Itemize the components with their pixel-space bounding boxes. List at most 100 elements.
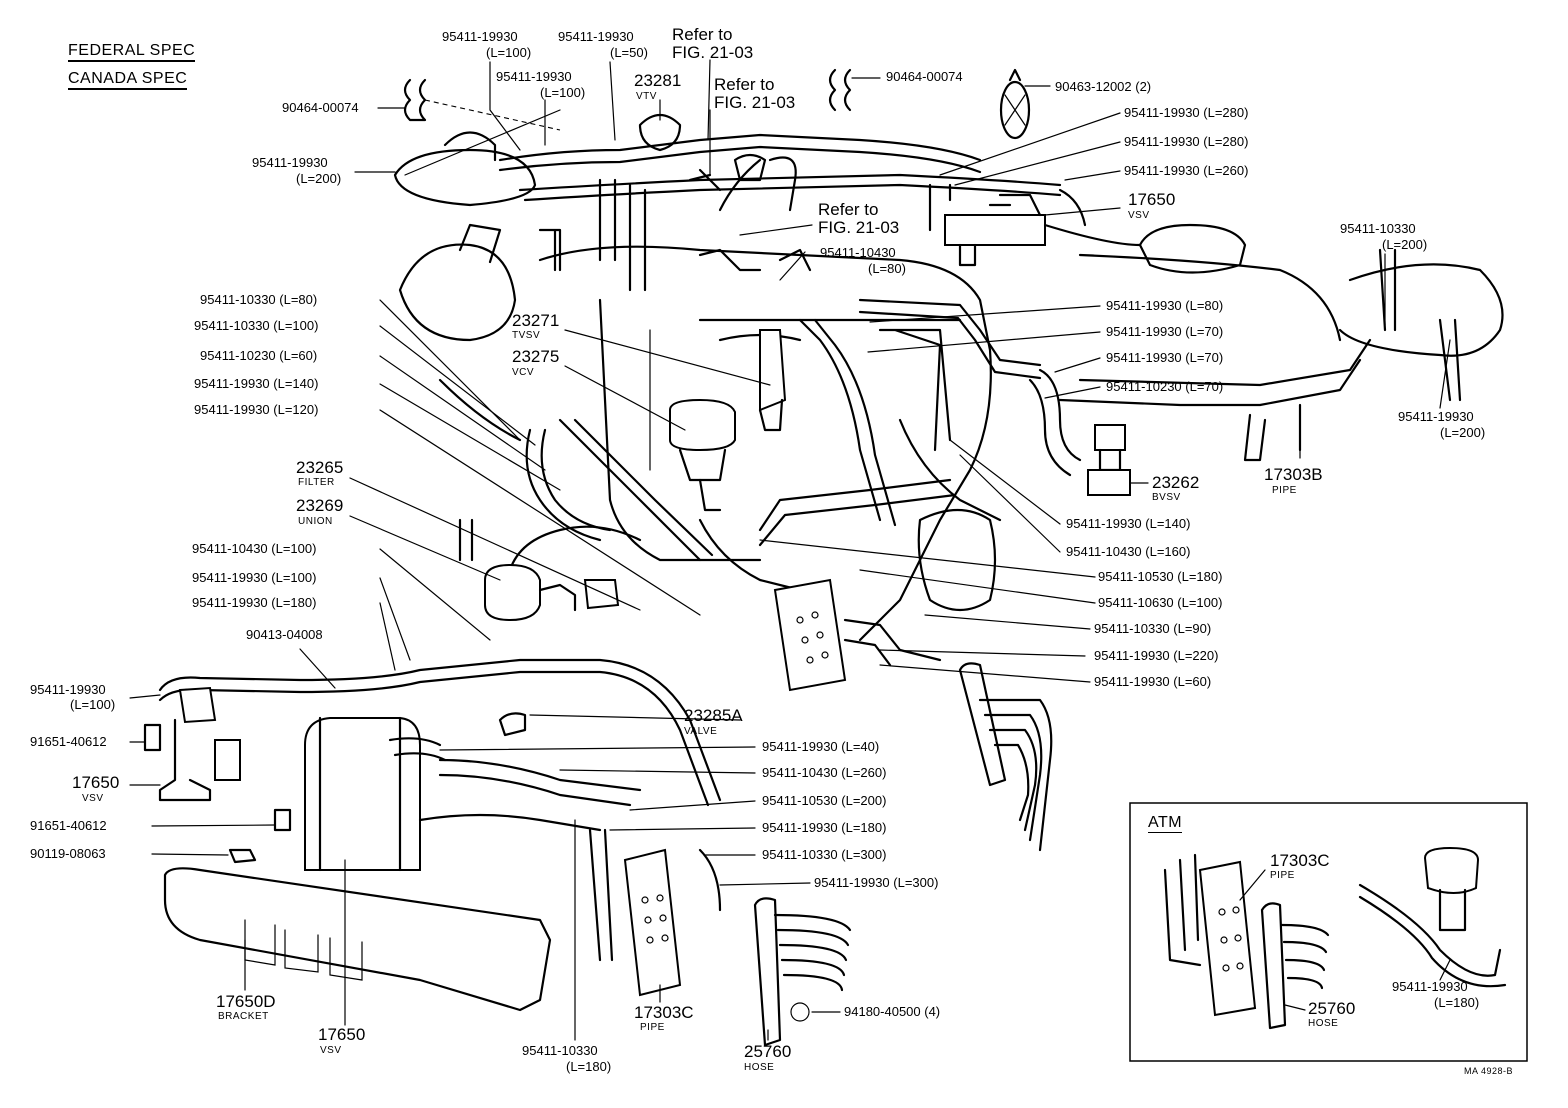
label-r280b: 95411-19930 (L=280) xyxy=(1124,134,1249,149)
tvsv-subtitle: TVSV xyxy=(512,330,541,341)
atm-hose-subtitle: HOSE xyxy=(1308,1018,1339,1029)
vsv-top-number: 17650 xyxy=(1128,190,1176,209)
pipe-b-number: 17303B xyxy=(1264,465,1323,484)
vsv-top-subtitle: VSV xyxy=(1128,210,1150,221)
label-l19930-120: 95411-19930 (L=120) xyxy=(194,402,319,417)
central-hose-runs xyxy=(438,298,1042,592)
refer-b-line2: FIG. 21-03 xyxy=(714,93,796,112)
label-m10430-80: 95411-10430 xyxy=(820,245,896,260)
hose-number: 25760 xyxy=(744,1042,792,1061)
refer-c-line1: Refer to xyxy=(818,200,879,219)
vsv-top-right xyxy=(928,183,1142,267)
label-m19930-220: 95411-19930 (L=220) xyxy=(1094,648,1219,663)
label-l200a-b: (L=200) xyxy=(296,171,342,186)
label-nut: 94180-40500 (4) xyxy=(844,1004,941,1019)
refer-b-line1: Refer to xyxy=(714,75,775,94)
label-bolt-a: 91651-40612 xyxy=(30,734,107,749)
clamp-right-icon xyxy=(999,68,1031,140)
label-l10330-100: 95411-10330 (L=100) xyxy=(194,318,319,333)
label-clip-right: 90464-00074 xyxy=(886,69,963,84)
label-r19930-200b: (L=200) xyxy=(1440,425,1486,440)
bracket-subtitle: BRACKET xyxy=(218,1011,269,1022)
atm-title: ATM xyxy=(1148,814,1183,833)
vtv-number: 23281 xyxy=(634,71,682,90)
lower-left-assembly xyxy=(143,658,722,1012)
label-c2b: (L=50) xyxy=(610,45,648,60)
vtv-subtitle: VTV xyxy=(636,91,657,102)
refer-a-line1: Refer to xyxy=(672,25,733,44)
label-l10230-60: 95411-10230 (L=60) xyxy=(200,348,318,363)
vcv-number: 23275 xyxy=(512,347,560,366)
valve-subtitle: VALVE xyxy=(684,726,718,737)
bracket-number: 17650D xyxy=(216,992,276,1011)
label-b19930-300: 95411-19930 (L=300) xyxy=(814,875,939,890)
union-subtitle: UNION xyxy=(298,516,333,527)
vsv-bottom-subtitle: VSV xyxy=(320,1045,342,1056)
drawing-code: MA 4928-B xyxy=(1464,1066,1514,1076)
atm-hose-part: 95411-19930 xyxy=(1392,979,1468,994)
dashed-reference-line xyxy=(424,99,561,131)
label-r19930-200: 95411-19930 xyxy=(1398,409,1474,424)
label-m140: 95411-19930 (L=140) xyxy=(1066,516,1191,531)
atm-contents xyxy=(1163,846,1507,1030)
label-r19930-70a: 95411-19930 (L=70) xyxy=(1106,324,1224,339)
label-r19930-80: 95411-19930 (L=80) xyxy=(1106,298,1224,313)
label-r10230-70: 95411-10230 (L=70) xyxy=(1106,379,1224,394)
pipe-c-number: 17303C xyxy=(634,1003,694,1022)
label-ll19930-100: 95411-19930 xyxy=(30,682,106,697)
label-l04008: 90413-04008 xyxy=(246,627,323,642)
label-bolt-b: 91651-40612 xyxy=(30,818,107,833)
label-l19930-180: 95411-19930 (L=180) xyxy=(192,595,317,610)
pipe-block-center xyxy=(773,578,942,692)
clip-right-icon xyxy=(828,68,852,112)
engine-block-outline xyxy=(538,245,997,642)
label-l19930-100: 95411-19930 (L=100) xyxy=(192,570,317,585)
label-l200a: 95411-19930 xyxy=(252,155,328,170)
label-r19930-70b: 95411-19930 (L=70) xyxy=(1106,350,1224,365)
label-c3: 95411-19930 xyxy=(496,69,572,84)
label-l10330-80: 95411-10330 (L=80) xyxy=(200,292,318,307)
vsv-bottom-number: 17650 xyxy=(318,1025,366,1044)
label-m10530-180: 95411-10530 (L=180) xyxy=(1098,569,1223,584)
hose-clip-right xyxy=(958,662,1053,852)
valve-number: 23285A xyxy=(684,706,743,725)
bvsv-subtitle: BVSV xyxy=(1152,492,1181,503)
label-b10530-200: 95411-10530 (L=200) xyxy=(762,793,887,808)
pipe-b-subtitle: PIPE xyxy=(1272,485,1297,496)
lower-center-pipe xyxy=(588,828,852,1047)
charcoal-canister-left xyxy=(393,109,561,342)
canada-spec-title: CANADA SPEC xyxy=(68,70,188,90)
filter-subtitle: FILTER xyxy=(298,477,335,488)
label-m160: 95411-10430 (L=160) xyxy=(1066,544,1191,559)
label-r280a: 95411-19930 (L=280) xyxy=(1124,105,1249,120)
label-c1b: (L=100) xyxy=(486,45,532,60)
label-b19930-40: 95411-19930 (L=40) xyxy=(762,739,880,754)
label-b10430-260: 95411-10430 (L=260) xyxy=(762,765,887,780)
tvsv-and-vcv xyxy=(669,329,787,512)
union-number: 23269 xyxy=(296,496,344,515)
filter-number: 23265 xyxy=(296,458,344,477)
label-m19930-60: 95411-19930 (L=60) xyxy=(1094,674,1212,689)
leader-lines xyxy=(129,59,1451,1041)
bvsv-right xyxy=(1028,368,1131,496)
label-r10330-200b: (L=200) xyxy=(1382,237,1428,252)
label-sensor: 90119-08063 xyxy=(30,846,106,861)
label-bot10330: 95411-10330 xyxy=(522,1043,598,1058)
vcv-subtitle: VCV xyxy=(512,367,535,378)
label-m10630-100: 95411-10630 (L=100) xyxy=(1098,595,1223,610)
label-ll19930-100b: (L=100) xyxy=(70,697,116,712)
refer-a-line2: FIG. 21-03 xyxy=(672,43,754,62)
label-clip-left: 90464-00074 xyxy=(282,100,359,115)
clip-left-icon xyxy=(403,78,427,122)
label-r10330-200: 95411-10330 xyxy=(1340,221,1416,236)
label-m10430-80b: (L=80) xyxy=(868,261,906,276)
label-r260: 95411-19930 (L=260) xyxy=(1124,163,1249,178)
atm-box xyxy=(1129,802,1528,1062)
refer-c-line2: FIG. 21-03 xyxy=(818,218,900,237)
label-c1: 95411-19930 xyxy=(442,29,518,44)
atm-hose-partb: (L=180) xyxy=(1434,995,1480,1010)
label-b10330-300: 95411-10330 (L=300) xyxy=(762,847,887,862)
atm-pipe-subtitle: PIPE xyxy=(1270,870,1295,881)
